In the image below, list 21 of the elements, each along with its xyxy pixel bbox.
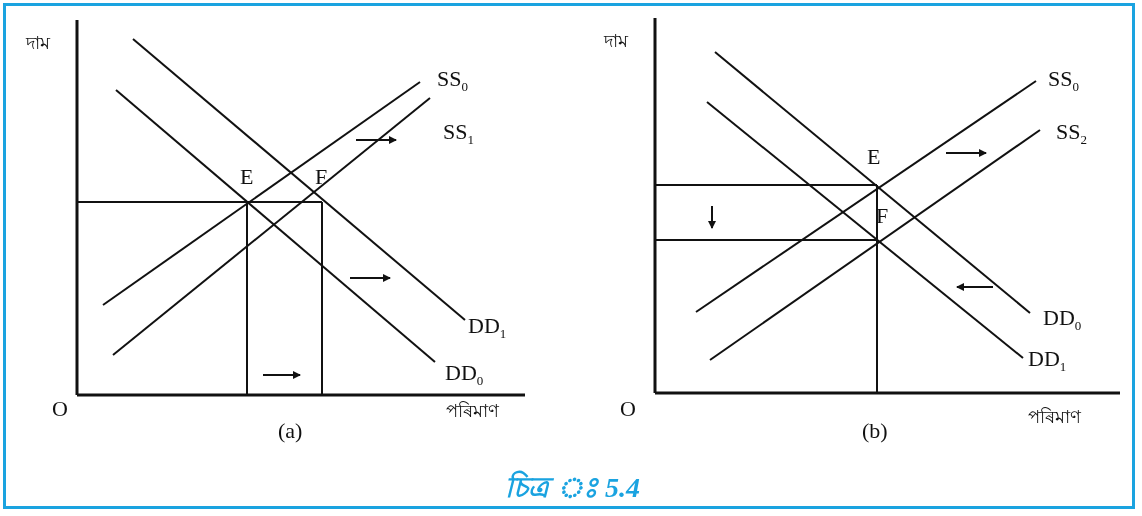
curve-label: SS$_{0}$: [1048, 68, 1079, 94]
origin-label: O: [52, 398, 68, 420]
figure-caption: চিত্ৰ ঃ 5.4: [505, 469, 640, 505]
point-label: E: [240, 166, 254, 188]
panel-label: (a): [278, 420, 303, 442]
axis-label: দাম: [26, 34, 50, 52]
curve-label: SS$_{1}$: [443, 121, 474, 147]
curve-label: DD$_{0}$: [445, 362, 484, 388]
point-label: F: [315, 166, 328, 188]
panel-label: (b): [862, 420, 888, 442]
axis-label: দাম: [604, 32, 628, 50]
curve-label: DD$_{1}$: [468, 315, 507, 341]
axis-label: পৰিমাণ: [1028, 408, 1081, 426]
point-label: F: [876, 205, 889, 227]
point-label: E: [867, 146, 881, 168]
curve-label: DD$_{1}$: [1028, 348, 1067, 374]
curve-label: SS$_{0}$: [437, 68, 468, 94]
axis-label: পৰিমাণ: [446, 402, 499, 420]
curve-label: SS$_{2}$: [1056, 121, 1087, 147]
origin-label: O: [620, 398, 636, 420]
curve-label: DD$_{0}$: [1043, 307, 1082, 333]
